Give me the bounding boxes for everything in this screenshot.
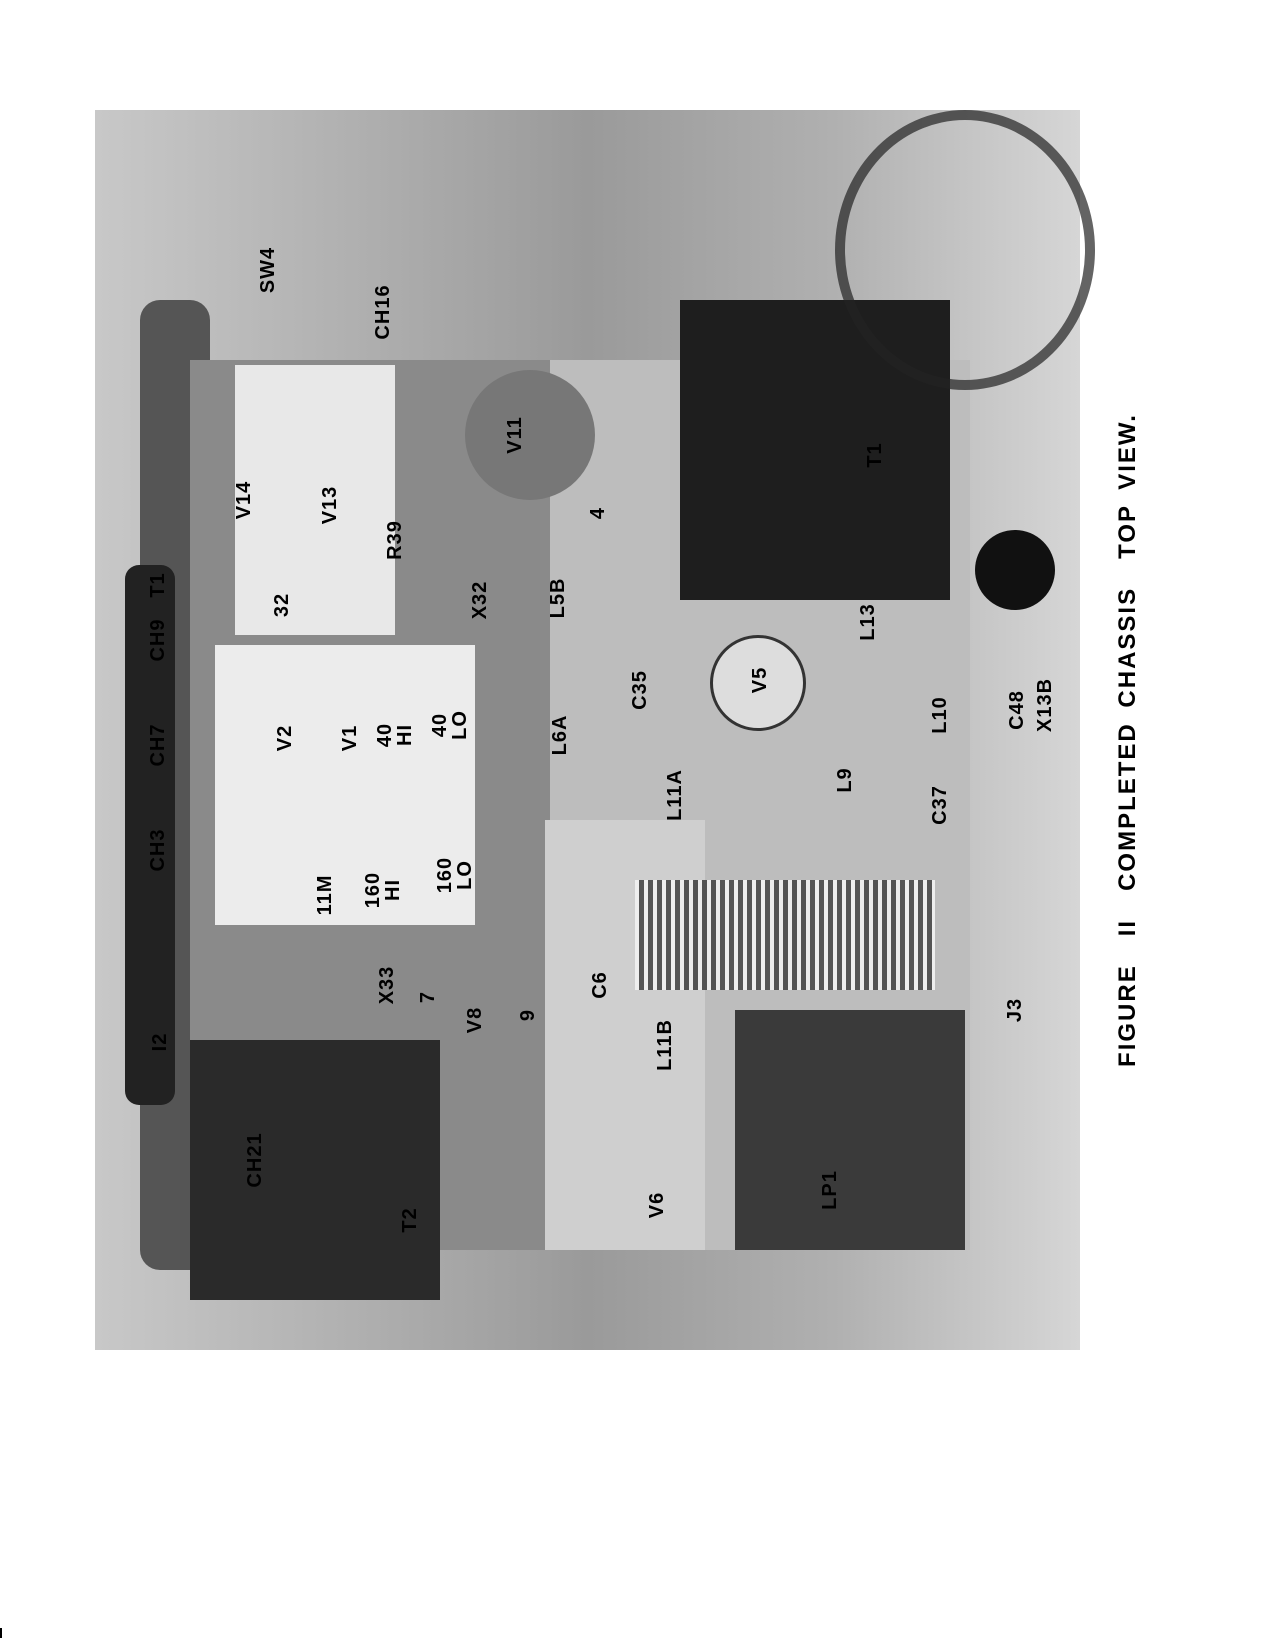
label-v5: V5 bbox=[749, 666, 771, 694]
caption-subtitle: TOP VIEW. bbox=[1114, 413, 1141, 559]
label-v2: V2 bbox=[274, 724, 296, 752]
tube-v5 bbox=[710, 635, 806, 731]
label-v8: V8 bbox=[464, 1006, 486, 1034]
label-ch21: CH21 bbox=[244, 1132, 266, 1188]
label-ch9: CH9 bbox=[147, 618, 169, 662]
label-v11: V11 bbox=[504, 416, 526, 454]
caption-title: COMPLETED CHASSIS bbox=[1114, 586, 1141, 891]
label-7: 7 bbox=[417, 990, 439, 1004]
label-c37: C37 bbox=[929, 785, 951, 825]
label-ch7: CH7 bbox=[147, 723, 169, 767]
label-v1: V1 bbox=[339, 724, 361, 752]
label-i2: I2 bbox=[149, 1032, 171, 1052]
label-l13: L13 bbox=[857, 603, 879, 641]
label-c48: C48 bbox=[1006, 690, 1028, 730]
figure-caption: FIGURE II COMPLETED CHASSIS TOP VIEW. bbox=[1114, 413, 1142, 1067]
label-32: 32 bbox=[271, 592, 293, 618]
label-x32: X32 bbox=[469, 580, 491, 620]
label-v14: V14 bbox=[233, 480, 255, 520]
label-l5b: L5B bbox=[547, 577, 569, 619]
label-l10: L10 bbox=[929, 696, 951, 734]
label-j3: J3 bbox=[1004, 997, 1026, 1023]
label-t1-top: T1 bbox=[147, 572, 169, 598]
chassis-photo bbox=[95, 110, 1095, 1350]
label-c35: C35 bbox=[629, 670, 651, 710]
rear-panel bbox=[125, 565, 175, 1105]
caption-figure-number: II bbox=[1114, 918, 1141, 937]
label-v13: V13 bbox=[319, 485, 341, 525]
bandswitch-board bbox=[215, 645, 475, 925]
label-11m: 11M bbox=[314, 874, 336, 916]
transformer-ch21 bbox=[190, 1040, 440, 1300]
power-cord bbox=[835, 110, 1095, 390]
label-t1: T1 bbox=[864, 442, 886, 468]
label-v6: V6 bbox=[646, 1191, 668, 1219]
connector-x13b bbox=[975, 530, 1055, 610]
label-sw4: SW4 bbox=[257, 246, 279, 294]
label-lp1: LP1 bbox=[819, 1170, 841, 1210]
label-9: 9 bbox=[517, 1008, 539, 1022]
label-x13b: X13B bbox=[1034, 677, 1056, 733]
label-l11b: L11B bbox=[654, 1019, 676, 1071]
label-c6: C6 bbox=[589, 971, 611, 999]
label-x33: X33 bbox=[376, 965, 398, 1005]
label-l6a: L6A bbox=[549, 714, 571, 756]
tube-v11 bbox=[465, 370, 595, 500]
transformer-lp1 bbox=[735, 1010, 965, 1250]
label-4: 4 bbox=[587, 506, 609, 520]
scan-mark bbox=[0, 1628, 2, 1638]
vfo-board bbox=[235, 365, 395, 635]
label-ch16: CH16 bbox=[372, 284, 394, 340]
label-l11a: L11A bbox=[664, 769, 686, 821]
caption-figure-word: FIGURE bbox=[1114, 964, 1141, 1067]
label-ch3: CH3 bbox=[147, 828, 169, 872]
label-r39: R39 bbox=[384, 520, 406, 560]
label-t2: T2 bbox=[399, 1207, 421, 1233]
label-l9: L9 bbox=[834, 767, 856, 793]
coil-l11 bbox=[635, 880, 935, 990]
